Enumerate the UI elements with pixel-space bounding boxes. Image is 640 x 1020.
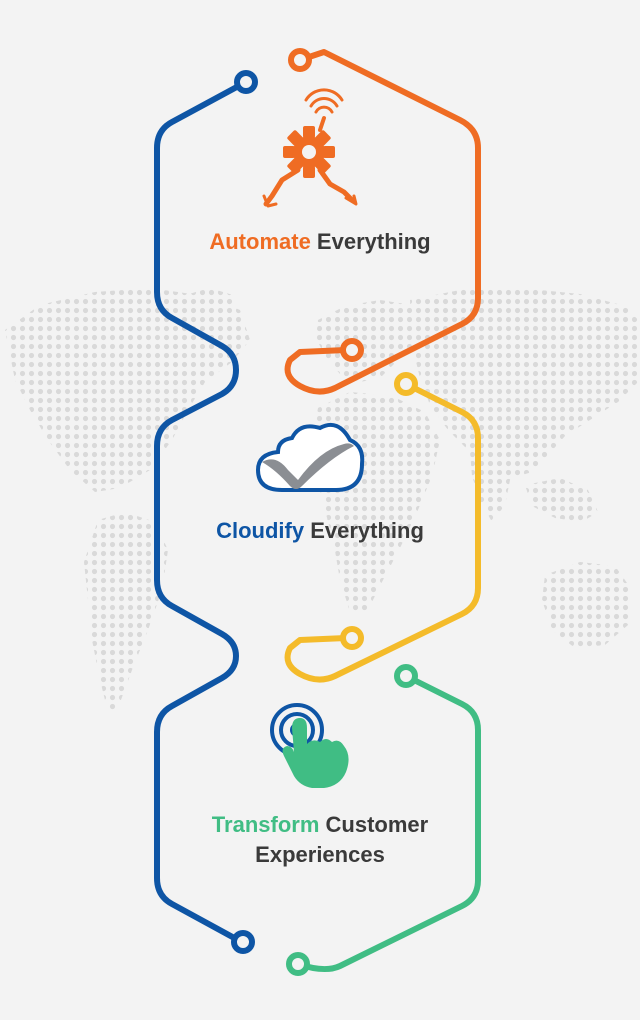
step-cloudify-accent: Cloudify [216,518,305,543]
step-automate-accent: Automate [209,229,311,254]
orange-top-endpoint [288,48,312,72]
step-transform-rest: Customer [319,812,429,837]
step-transform-line2: Experiences [255,842,385,867]
step-cloudify-rest: Everything [304,518,424,543]
yellow-connector-line [284,381,481,683]
yellow-bottom-endpoint [340,626,364,650]
orange-connector-line [284,49,481,395]
step-automate-rest: Everything [310,229,431,254]
blue-bottom-endpoint [231,930,255,954]
blue-top-endpoint [234,70,258,94]
blue-connector-line [154,79,249,943]
green-connector-line [295,673,481,972]
gear-robot-arm-icon [262,88,358,208]
step-cloudify-title: Cloudify Everything [0,516,640,546]
yellow-top-endpoint [394,372,418,396]
connector-endpoints [231,48,418,976]
step-automate-title: Automate Everything [0,227,640,257]
step-transform-title: Transform Customer Experiences [0,810,640,870]
step-transform-accent: Transform [211,812,320,837]
world-map-background [5,288,640,712]
hand-touch-icon [270,703,349,788]
orange-bottom-endpoint [340,338,364,362]
circuit-lines [154,49,481,972]
green-top-endpoint [394,664,418,688]
green-bottom-endpoint [286,952,310,976]
cloud-check-icon [255,423,365,492]
